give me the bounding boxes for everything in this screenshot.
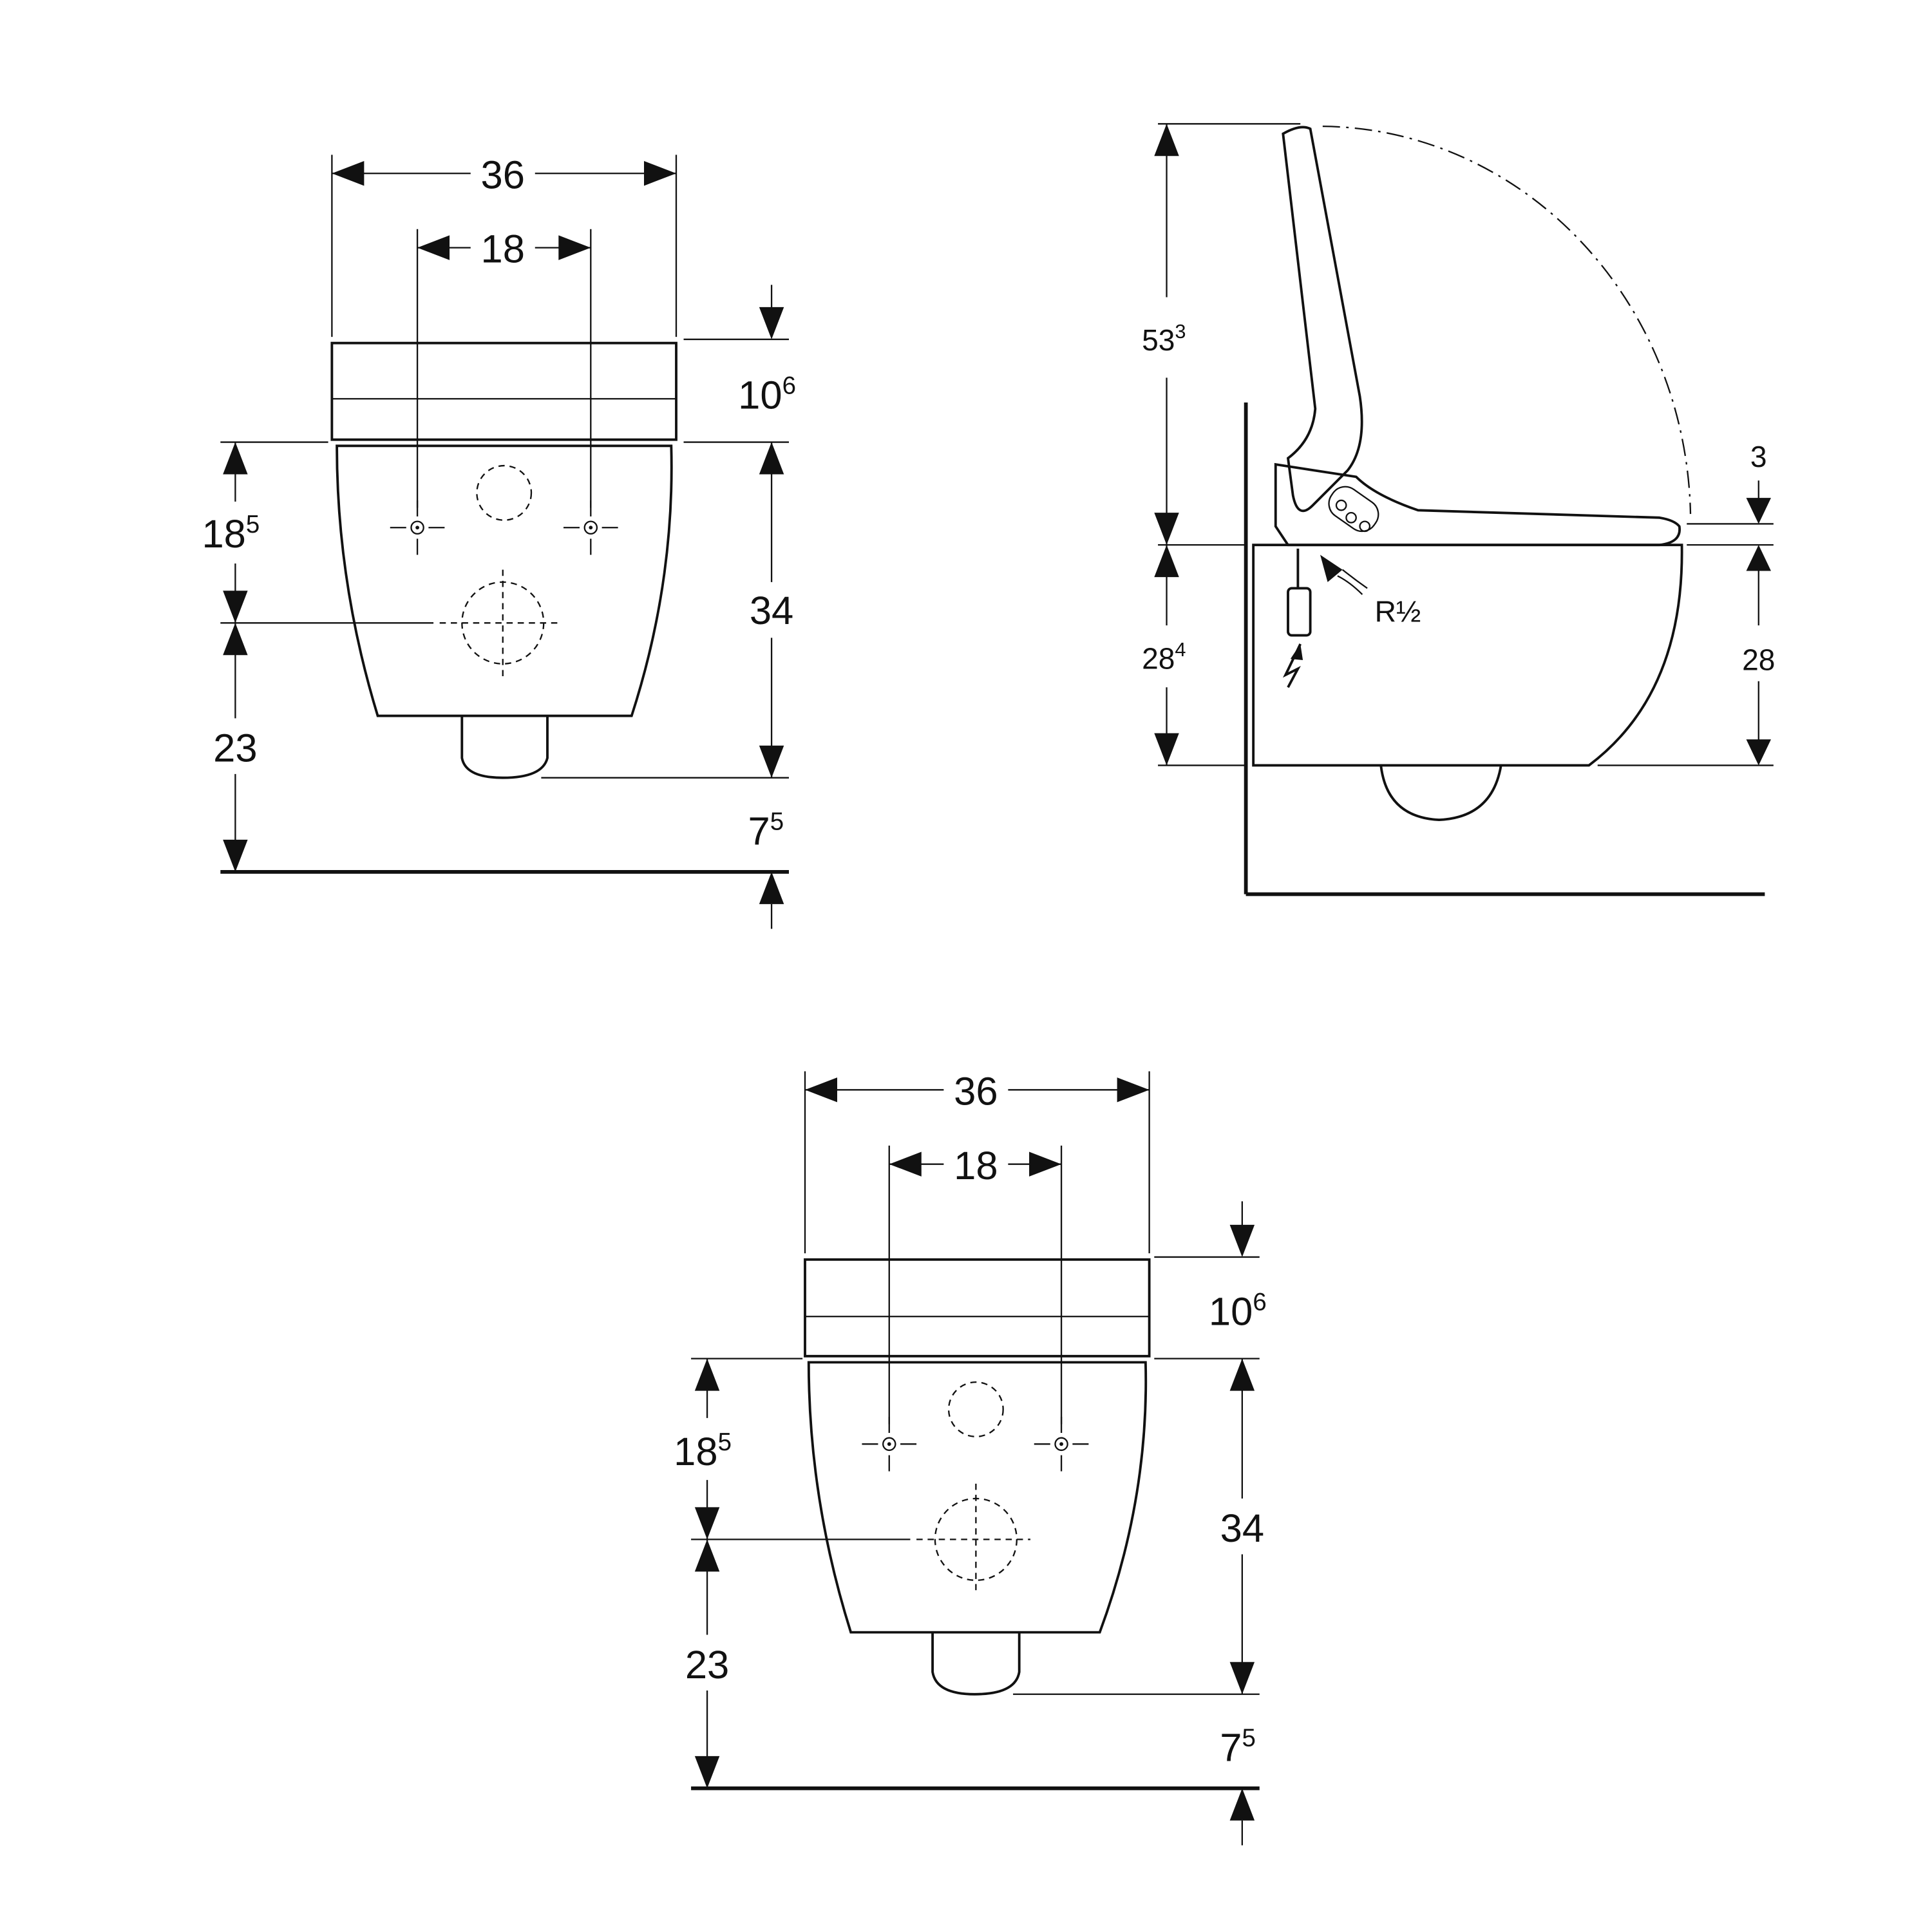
electric-connection-icon <box>1282 643 1302 688</box>
dim-side-bowl-height: 28 <box>1742 643 1775 676</box>
side-bowl-outline <box>1252 544 1683 767</box>
electric-plug <box>1287 587 1312 637</box>
water-supply-icon <box>1320 554 1343 582</box>
dim-fixing-to-outlet: 185 <box>202 511 260 556</box>
minus-button-icon <box>1359 520 1371 533</box>
dim-bottom-offset: 75 <box>748 808 784 853</box>
front-view-bottom: 36 18 106 34 75 185 23 <box>674 1069 1267 1846</box>
fixing-hole-right <box>1033 1416 1090 1472</box>
inlet-hole <box>947 1381 1004 1437</box>
dim-width-total: 36 <box>954 1069 998 1113</box>
fixing-hole-left <box>861 1416 918 1472</box>
dim-width-total: 36 <box>481 153 525 197</box>
front-view-top: 36 18 106 34 75 185 23 <box>202 153 796 929</box>
dim-seat-height: 106 <box>738 372 796 418</box>
fixing-hole-right <box>562 499 619 556</box>
dim-bowl-height: 34 <box>750 589 793 633</box>
side-outlet-outline <box>1379 765 1502 822</box>
inlet-hole <box>476 464 533 521</box>
lid-swing-arc <box>1322 126 1692 515</box>
bowl-outline <box>807 1361 1148 1634</box>
control-panel <box>1328 486 1379 533</box>
lid-outline <box>1282 126 1363 513</box>
dim-outlet-to-bottom: 23 <box>685 1643 729 1687</box>
dim-seat-height: 106 <box>1209 1289 1267 1334</box>
dim-bottom-offset: 75 <box>1220 1725 1256 1770</box>
dim-fixing-spacing: 18 <box>954 1144 998 1188</box>
water-connection-label: R½ <box>1375 594 1421 628</box>
dim-fixing-spacing: 18 <box>481 227 525 272</box>
spray-button-icon <box>1345 512 1357 524</box>
dim-fixing-to-outlet: 185 <box>674 1428 732 1474</box>
fixing-hole-left <box>389 499 446 556</box>
dim-lid-height: 533 <box>1142 320 1186 357</box>
dim-seat-gap: 3 <box>1750 440 1767 473</box>
seat-lid-outline <box>330 341 677 441</box>
seat-outline <box>1274 462 1681 547</box>
dim-outlet-to-bottom: 23 <box>213 726 257 771</box>
dim-body-height: 284 <box>1142 638 1186 675</box>
outlet-outline <box>931 1632 1021 1696</box>
plus-button-icon <box>1335 499 1347 511</box>
seat-lid-outline <box>804 1258 1151 1358</box>
side-view: R½ 533 284 3 28 <box>1142 123 1775 896</box>
bowl-outline <box>336 444 673 717</box>
outlet-outline <box>460 715 549 779</box>
dim-bowl-height: 34 <box>1220 1506 1264 1551</box>
